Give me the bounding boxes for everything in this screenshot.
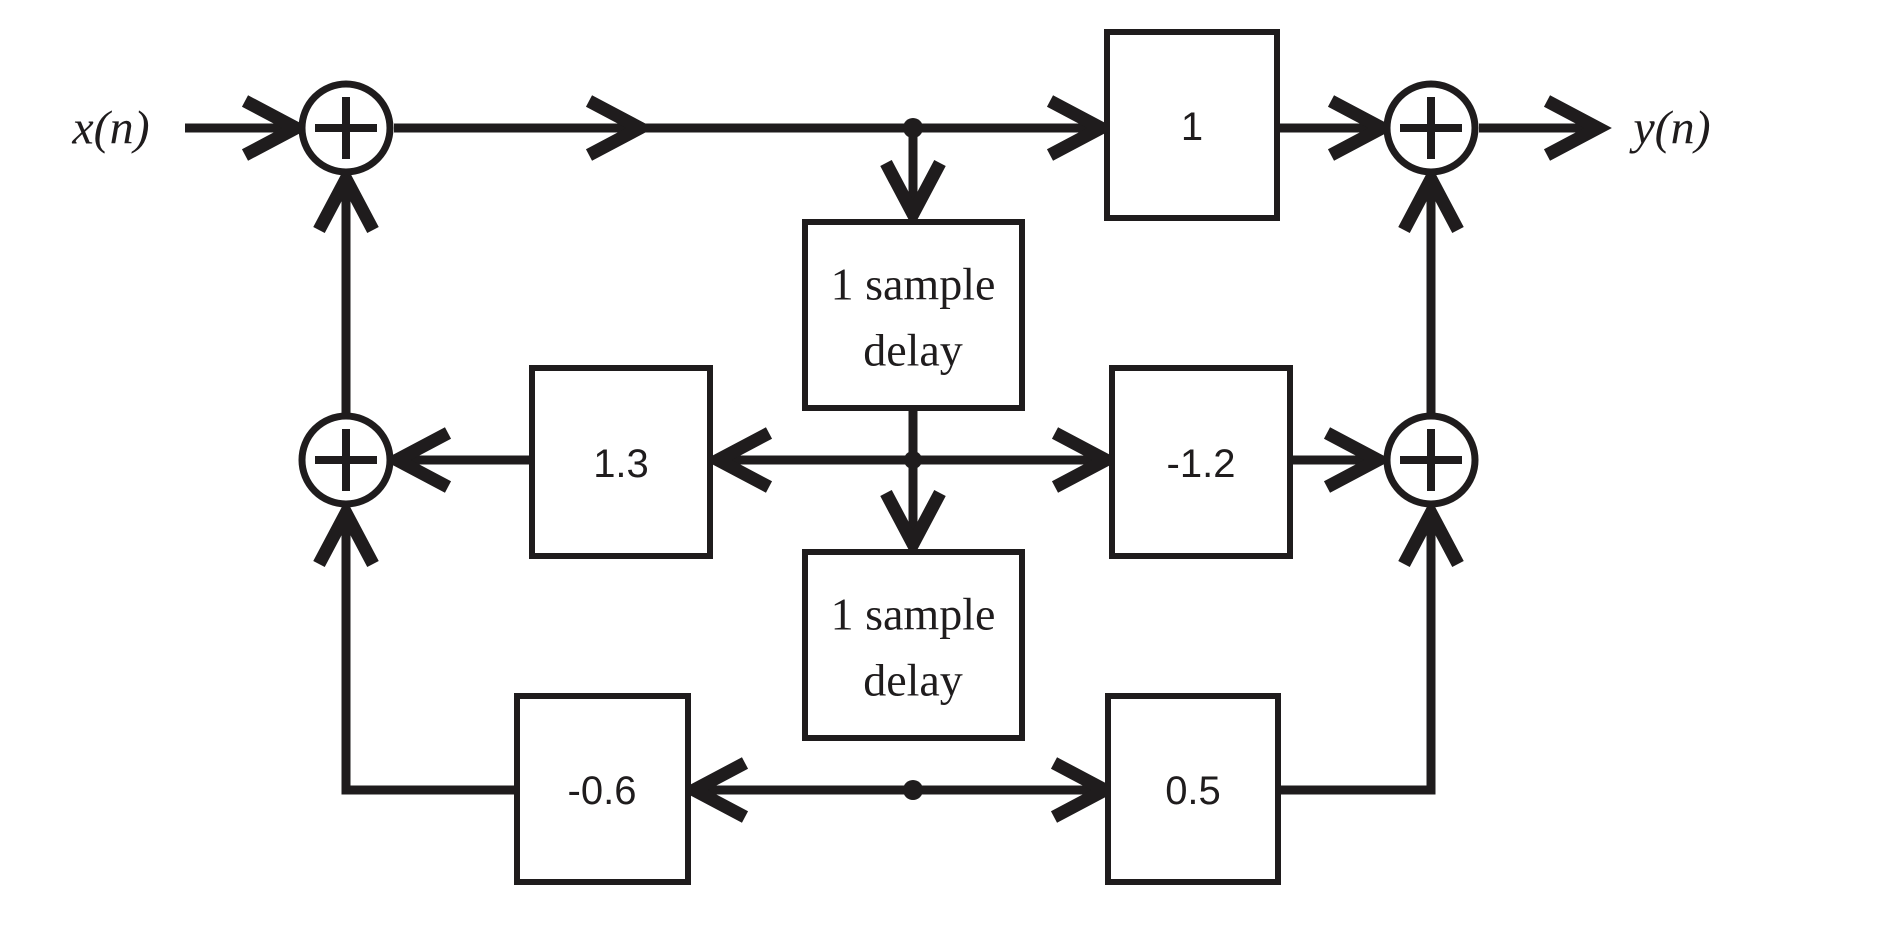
plus-icon: [315, 97, 377, 159]
gain-value: 0.5: [1165, 769, 1221, 813]
delay-block-1: 1 sample delay: [802, 219, 1025, 411]
delay-label-line1: 1 sample: [831, 259, 996, 310]
gain-value: -0.6: [568, 769, 637, 813]
plus-icon: [1400, 97, 1462, 159]
delay-block-box: [802, 219, 1025, 411]
gain-block-bottom-right: 0.5: [1105, 693, 1281, 885]
plus-icon: [315, 429, 377, 491]
branch-dot-bottom: [903, 780, 923, 800]
branch-dot-middle: [904, 451, 922, 469]
gain-block-box: [514, 693, 691, 885]
gain-value: 1.3: [593, 442, 649, 486]
delay-label-line1: 1 sample: [831, 589, 996, 640]
gain-block-bottom-left: -0.6: [514, 693, 691, 885]
adder-feedback-left: [298, 412, 394, 508]
gain-block-mid-right: -1.2: [1109, 365, 1293, 559]
arrowhead-icon: [585, 95, 654, 161]
gain-value: -1.2: [1167, 442, 1236, 486]
delay-label-line2: delay: [863, 655, 963, 706]
adder-input: [298, 80, 394, 176]
gain-block-box: [529, 365, 713, 559]
gain-block-box: [1109, 365, 1293, 559]
gain-block-mid-left: 1.3: [529, 365, 713, 559]
branch-dot-top: [903, 118, 923, 138]
output-label: y(n): [1628, 102, 1710, 155]
wire-gain-bottom-left-to-left-adder: [313, 499, 517, 795]
gain-block-box: [1104, 29, 1280, 221]
gain-block-box: [1105, 693, 1281, 885]
wire-gain-bottom-right-to-right-adder: [1278, 499, 1464, 795]
adder-feedforward-right: [1383, 412, 1479, 508]
adder-output: [1383, 80, 1479, 176]
input-label: x(n): [71, 102, 149, 155]
gain-value: 1: [1181, 105, 1203, 149]
delay-block-box: [802, 549, 1025, 741]
delay-label-line2: delay: [863, 325, 963, 376]
delay-block-2: 1 sample delay: [802, 549, 1025, 741]
plus-icon: [1400, 429, 1462, 491]
gain-block-top: 1: [1104, 29, 1280, 221]
